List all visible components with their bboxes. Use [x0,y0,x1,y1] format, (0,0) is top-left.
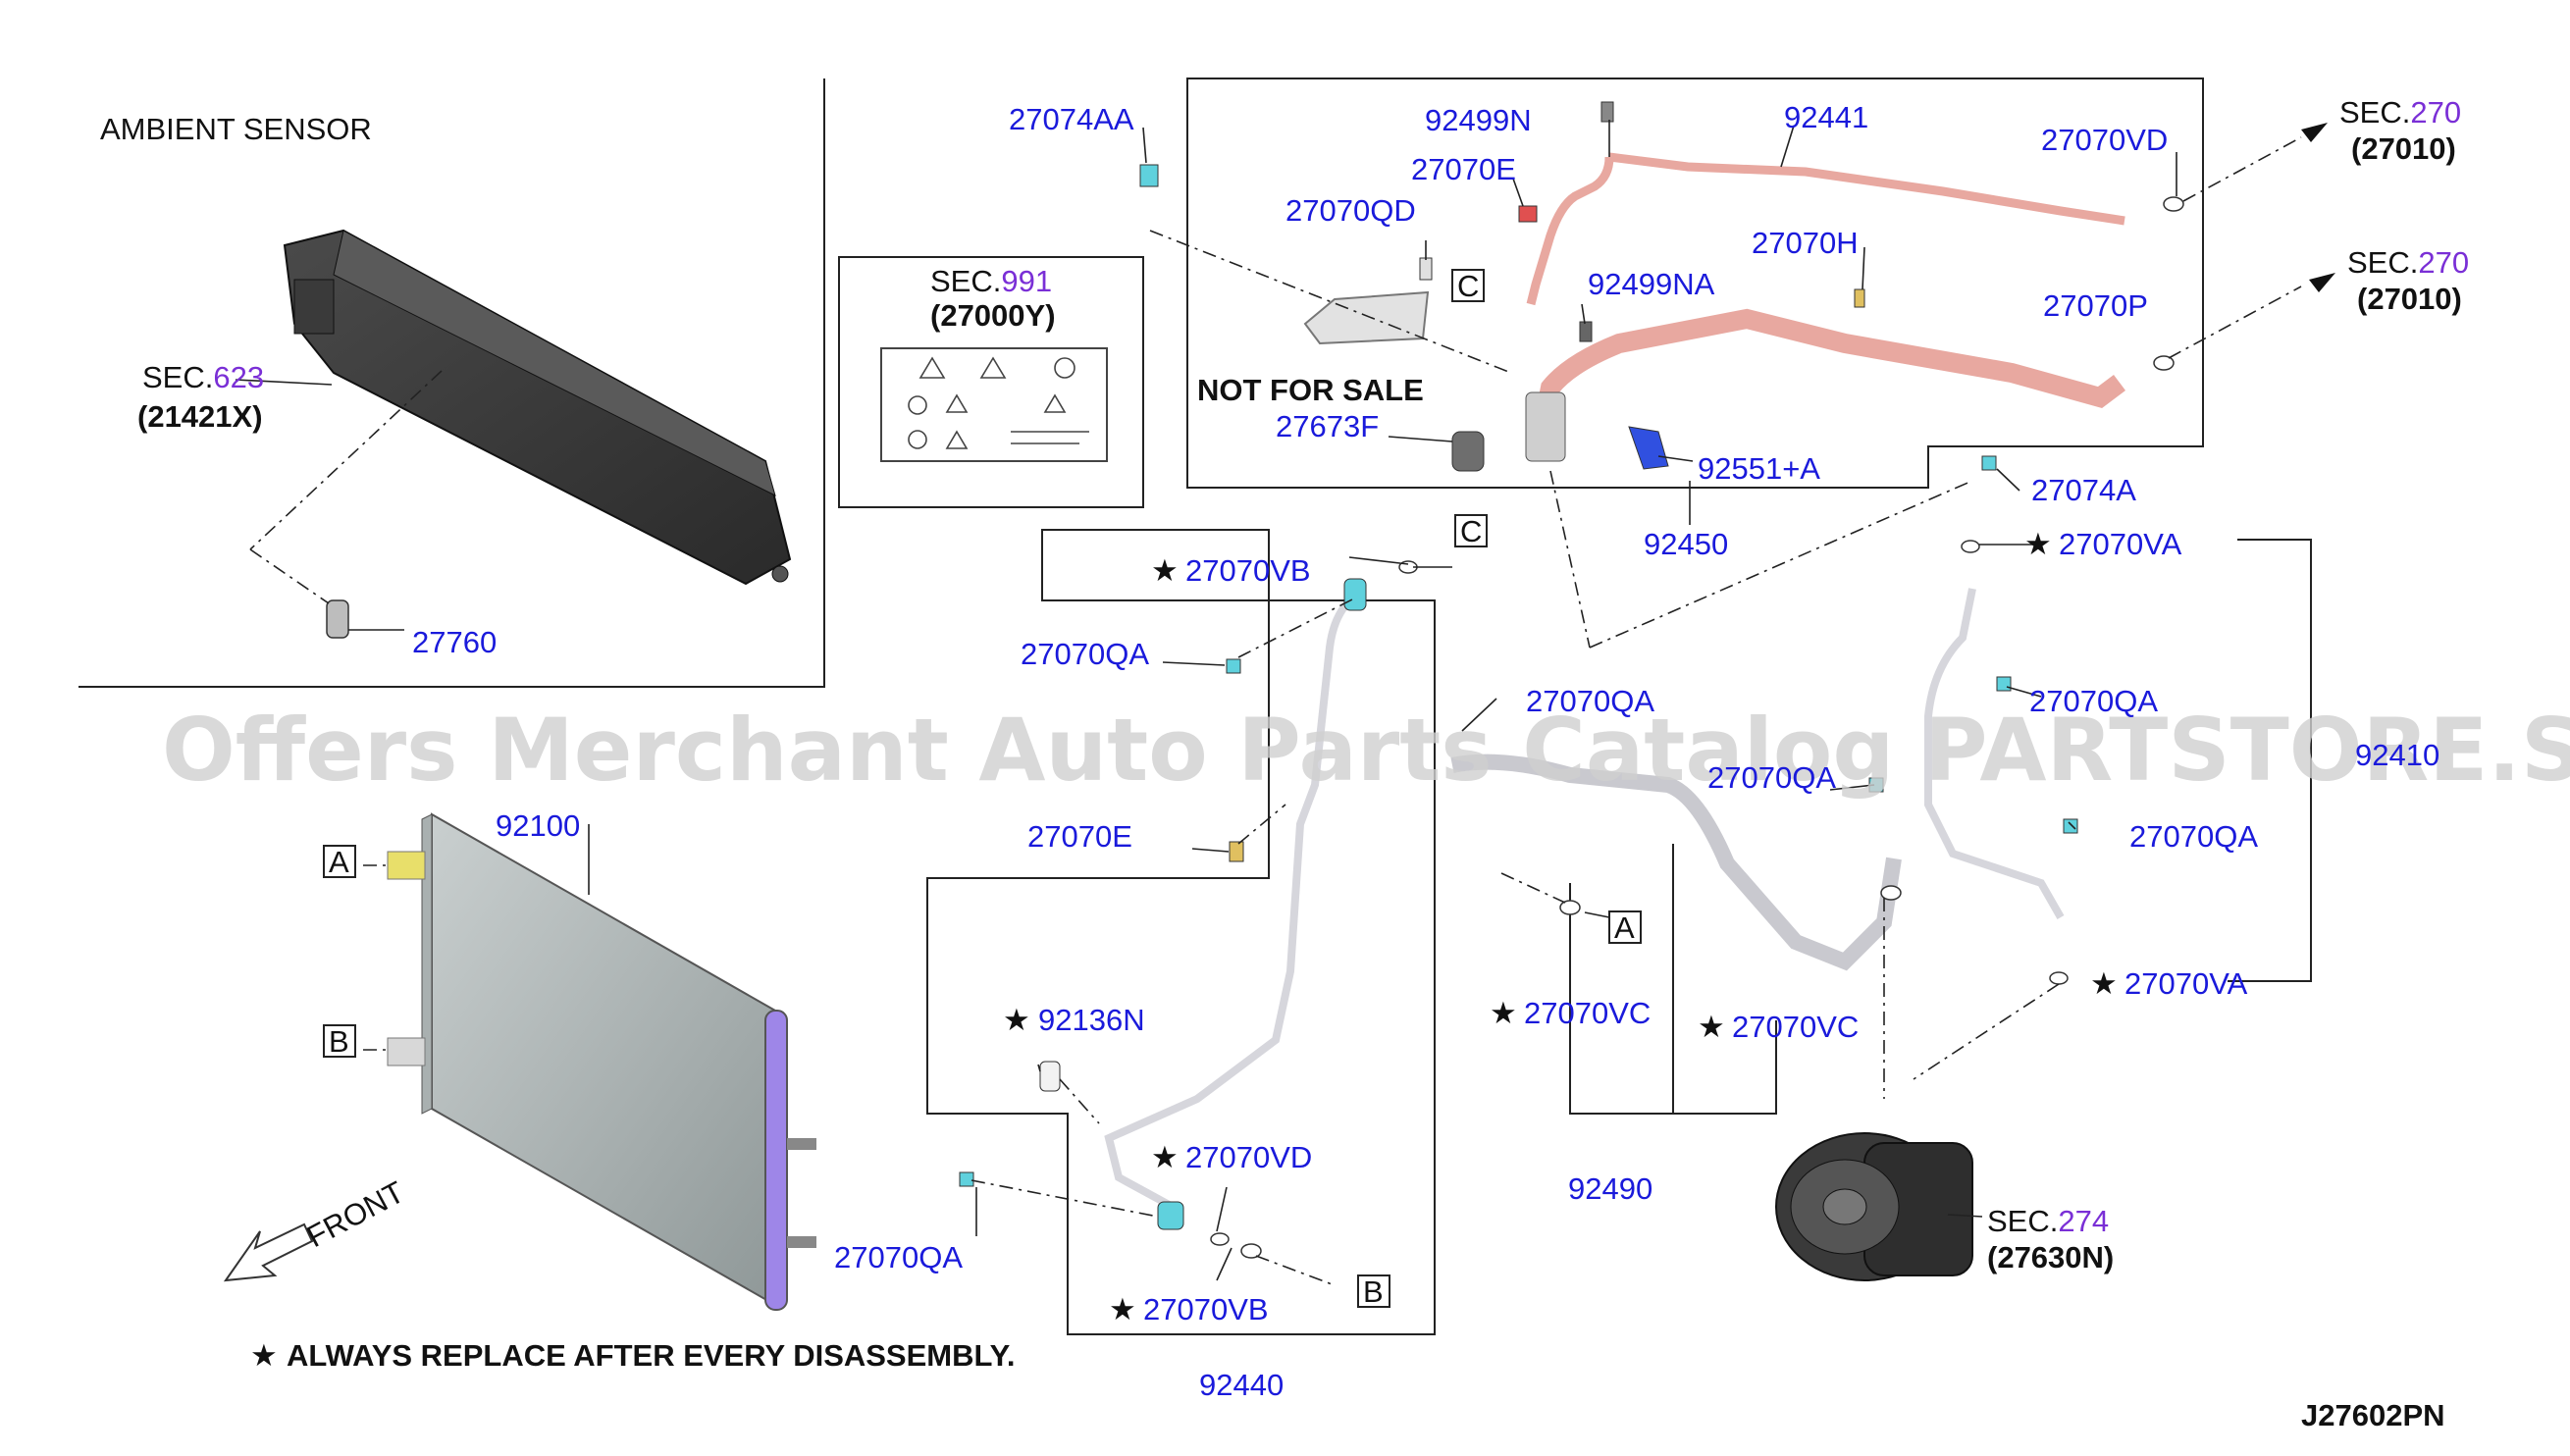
part-27070VD-bot[interactable]: 27070VD [1185,1140,1312,1174]
sec-623-code: (21421X) [137,399,263,434]
sec-991-label: SEC.991 [930,264,1052,298]
callout-b-condenser: B [329,1024,349,1059]
part-27070H[interactable]: 27070H [1752,226,1859,260]
part-27070P[interactable]: 27070P [2043,288,2148,323]
front-label: FRONT [301,1174,410,1254]
drawing-code: J27602PN [2301,1398,2445,1432]
callout-c-top: C [1457,269,1479,303]
part-27074AA[interactable]: 27074AA [1009,102,1134,136]
sec-270b-code: (27010) [2357,282,2462,316]
ambient-sensor-title: AMBIENT SENSOR [100,112,372,146]
sec-270a-code: (27010) [2351,131,2456,166]
part-27070QA-5[interactable]: 27070QA [2129,819,2258,854]
sec-274-label: SEC.274 [1987,1204,2109,1238]
part-27070E-mid[interactable]: 27070E [1027,819,1132,854]
part-27070VA-bot[interactable]: 27070VA [2124,966,2248,1001]
leader-lines [235,120,2302,1286]
part-27070VB-bot[interactable]: 27070VB [1143,1292,1269,1326]
sec-274-code: (27630N) [1987,1240,2114,1274]
star-27070VD-bot: ★ [1151,1140,1179,1174]
star-27070VB-bot: ★ [1109,1292,1136,1326]
part-27070QD[interactable]: 27070QD [1285,193,1416,228]
star-27070VA-top: ★ [2024,527,2052,561]
part-92100[interactable]: 92100 [496,808,580,843]
callout-b-pipe: B [1363,1274,1384,1309]
footnote: ALWAYS REPLACE AFTER EVERY DISASSEMBLY. [287,1338,1015,1373]
warning-label-illustration [880,347,1108,462]
callout-c-mid: C [1460,514,1482,548]
footnote-star: ★ [250,1338,278,1373]
part-27070VD-top[interactable]: 27070VD [2041,123,2168,157]
watermark: Offers Merchant Auto Parts Catalog PARTS… [162,700,2570,801]
upper-pipe-frame [1186,78,2204,489]
part-92410[interactable]: 92410 [2355,738,2439,772]
part-27070QA-4[interactable]: 27070QA [2029,684,2158,718]
part-27673F[interactable]: 27673F [1276,409,1379,443]
part-92136N[interactable]: 92136N [1038,1003,1145,1037]
part-27070QA-3[interactable]: 27070QA [1707,760,1836,795]
part-92450[interactable]: 92450 [1644,527,1728,561]
sec-270b-label: SEC.270 [2347,245,2469,280]
sec-number: 270 [2418,245,2469,280]
frame-27070VA [2228,539,2312,982]
lower-pipe-frame [926,599,1436,1335]
part-92490[interactable]: 92490 [1568,1171,1652,1206]
callout-a-condenser: A [329,845,349,879]
sec-prefix: SEC. [142,360,213,394]
part-27070VC-2[interactable]: 27070VC [1732,1010,1859,1044]
condenser-illustration [387,812,816,1311]
part-27074A[interactable]: 27074A [2031,473,2136,507]
callout-a-pipe: A [1614,910,1635,945]
labels: AMBIENT SENSOR SEC.623 (21421X) 27760 SE… [100,95,2469,1432]
ambient-sensor-part [326,599,349,639]
compressor-illustration [1775,1132,1973,1281]
sec-prefix: SEC. [2339,95,2410,130]
part-92441[interactable]: 92441 [1784,100,1868,134]
sec-number: 623 [213,360,264,394]
star-27070VA-bot: ★ [2090,966,2118,1001]
part-92551A[interactable]: 92551+A [1698,451,1820,486]
part-27760[interactable]: 27760 [412,625,497,659]
part-92440[interactable]: 92440 [1199,1368,1284,1402]
sec-623-label: SEC.623 [142,360,264,394]
sec-prefix: SEC. [1987,1204,2058,1238]
ambient-sensor-frame [79,78,825,688]
part-27070VB-top[interactable]: 27070VB [1185,553,1311,588]
part-92499NA[interactable]: 92499NA [1588,267,1715,301]
sec-number: 991 [1001,264,1052,298]
part-27070QA-2[interactable]: 27070QA [1526,684,1654,718]
cowl-panel-illustration [283,229,792,586]
sec-number: 270 [2410,95,2461,130]
sec-991-code: (27000Y) [930,298,1056,333]
part-27070QA-1[interactable]: 27070QA [1021,637,1149,671]
sec-number: 274 [2058,1204,2109,1238]
star-92136N: ★ [1003,1003,1030,1037]
section-arrows [2301,123,2335,292]
star-27070VC-2: ★ [1698,1010,1725,1044]
part-27070VA-top[interactable]: 27070VA [2059,527,2182,561]
star-27070VC-1: ★ [1490,996,1517,1030]
star-27070VB-top: ★ [1151,553,1179,588]
part-92499N[interactable]: 92499N [1425,103,1532,137]
sec-270a-label: SEC.270 [2339,95,2461,130]
callout-letters: C C A B A B [323,269,1642,1309]
part-27070E-top[interactable]: 27070E [1411,152,1516,186]
sec-991-label-frame [838,256,1144,508]
sec-prefix: SEC. [930,264,1001,298]
refrigerant-pipes [1104,152,2125,1211]
part-27070VC-1[interactable]: 27070VC [1524,996,1651,1030]
sec-prefix: SEC. [2347,245,2418,280]
front-arrow [223,1222,314,1282]
frames [79,78,2312,1335]
part-27070QA-6[interactable]: 27070QA [834,1240,963,1274]
not-for-sale-note: NOT FOR SALE [1197,373,1424,407]
small-fittings [959,101,2184,1259]
